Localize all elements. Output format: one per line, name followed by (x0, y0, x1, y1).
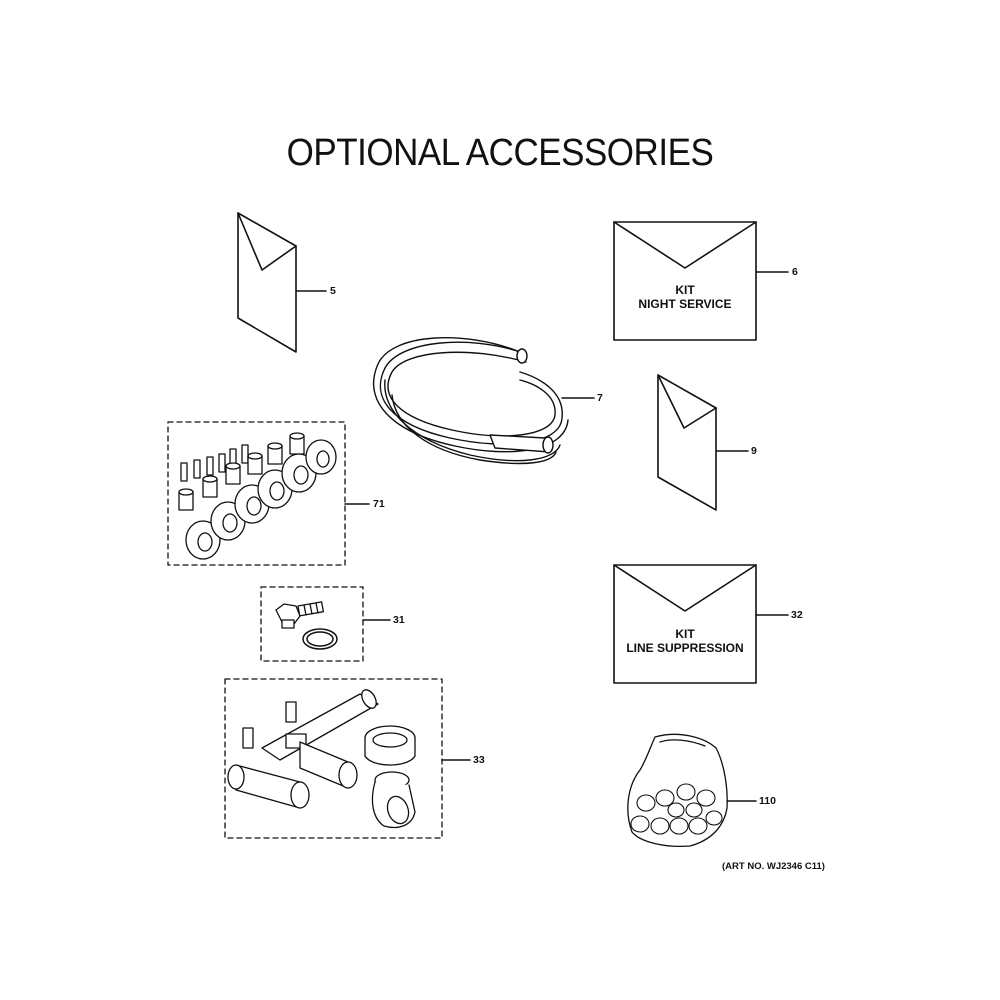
diagram-title: OPTIONAL ACCESSORIES (286, 132, 714, 174)
callout-part-110: 110 (759, 795, 776, 807)
kit-label-part-6: KIT NIGHT SERVICE (614, 283, 756, 311)
plug-bag-icon-part-110 (627, 733, 728, 848)
callout-part-9: 9 (751, 445, 757, 457)
callout-part-33: 33 (473, 754, 485, 766)
o-ring-icon-part-31 (302, 628, 338, 650)
kit-title: KIT (675, 627, 695, 641)
callout-part-6: 6 (792, 266, 798, 278)
callout-part-7: 7 (597, 392, 603, 404)
document-icon-part-5 (237, 212, 297, 353)
pipe-fittings-icon-part-33 (227, 689, 416, 829)
kit-name: NIGHT SERVICE (638, 297, 732, 311)
callout-part-31: 31 (393, 614, 405, 626)
document-icon-part-9 (657, 374, 717, 511)
envelope-icon-part-6 (613, 221, 757, 341)
callout-part-32: 32 (791, 609, 803, 621)
kit-name: LINE SUPPRESSION (626, 641, 744, 655)
dashed-group-box-31 (260, 586, 364, 662)
fitting-icon-part-31 (275, 601, 325, 629)
dashed-group-box-71 (167, 421, 346, 566)
envelope-icon-part-32 (613, 564, 757, 684)
hose-coil-icon-part-7 (373, 337, 569, 465)
kit-title: KIT (675, 283, 695, 297)
callout-part-71: 71 (373, 498, 385, 510)
bushing-set-icon-part-71 (178, 432, 337, 560)
art-number: (ART NO. WJ2346 C11) (722, 861, 825, 872)
kit-label-part-32: KIT LINE SUPPRESSION (614, 627, 756, 655)
dashed-group-box-33 (224, 678, 443, 839)
callout-part-5: 5 (330, 285, 336, 297)
